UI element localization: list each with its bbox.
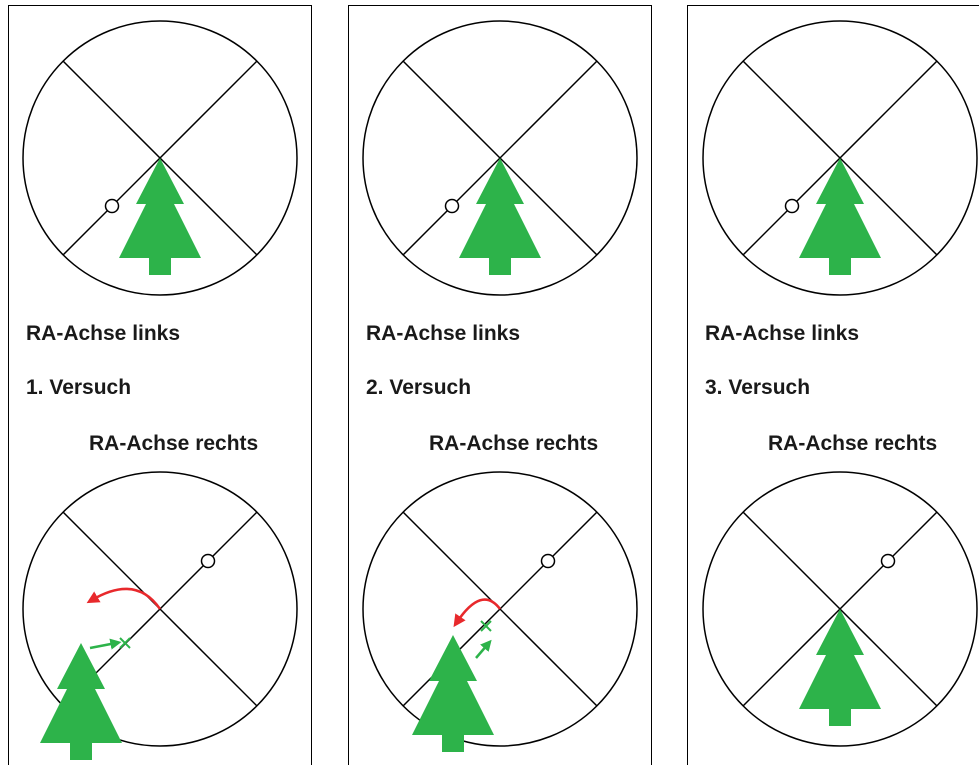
field-of-view-circle [362,20,638,296]
bottom-axis-label: RA-Achse rechts [429,432,599,455]
upper-scope-view-1 [22,20,298,296]
red-rotation-arrow [453,598,501,628]
field-of-view-circle [702,20,978,296]
tree-icon [799,609,881,726]
upper-scope-view-2 [362,20,638,296]
ra-axis-marker [880,553,896,569]
bottom-axis-label: RA-Achse rechts [89,432,259,455]
field-of-view-circle [702,471,978,747]
attempt-label: 1. Versuch [26,376,132,399]
tree-icon [40,643,122,760]
ra-axis-marker [784,198,800,214]
panel-attempt-1: RA-Achse links 1. Versuch RA-Achse recht… [8,5,312,765]
green-target-x-icon [480,620,492,632]
green-target-x-icon [119,637,131,649]
top-axis-label: RA-Achse links [705,322,860,345]
ra-axis-marker [200,553,216,569]
panel-attempt-2: RA-Achse links 2. Versuch RA-Achse recht… [348,5,652,765]
tree-icon [412,635,494,752]
attempt-label: 2. Versuch [366,376,472,399]
ra-axis-marker [540,553,556,569]
field-of-view-circle [22,20,298,296]
upper-scope-view-3 [702,20,978,296]
lower-scope-view-1 [22,471,298,760]
top-axis-label: RA-Achse links [26,322,181,345]
tree-icon [119,158,201,275]
ra-axis-marker [104,198,120,214]
attempt-label: 3. Versuch [705,376,811,399]
lower-scope-view-3 [702,471,978,747]
top-axis-label: RA-Achse links [366,322,521,345]
red-rotation-arrow [86,587,162,610]
tree-icon [459,158,541,275]
ra-axis-marker [444,198,460,214]
green-shift-arrow [475,639,492,659]
lower-scope-view-2 [362,471,638,752]
field-of-view-circle [362,471,638,747]
green-shift-arrow [89,638,122,650]
tree-icon [799,158,881,275]
field-of-view-circle [22,471,298,747]
panel-attempt-3: RA-Achse links 3. Versuch RA-Achse recht… [687,5,979,765]
bottom-axis-label: RA-Achse rechts [768,432,938,455]
